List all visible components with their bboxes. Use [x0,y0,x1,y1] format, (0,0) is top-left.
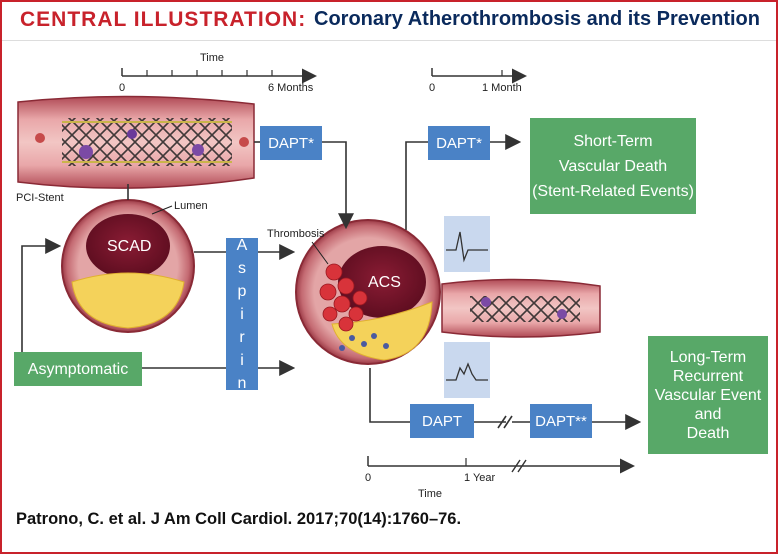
thrombosis-label: Thrombosis [267,228,325,240]
timeline-top-left-start: 0 [119,82,126,94]
pci-stent-vessel [17,95,255,189]
dapt-star-right-box: DAPT* [428,126,490,160]
long-term-line: Death [686,424,730,442]
short-term-line: Short-Term [573,132,653,150]
pci-stent-label: PCI-Stent [16,192,64,204]
timeline-top-left-end: 6 Months [268,82,314,94]
timeline-bottom-start: 0 [365,472,372,484]
header: CENTRAL ILLUSTRATION: Coronary Atherothr… [2,2,776,41]
aspirin-letter: n [237,374,247,392]
acs-cross-section [295,219,441,365]
acs-label: ACS [368,274,401,291]
timeline-top-left [121,68,317,84]
timeline-bottom-label: Time [418,488,443,500]
aspirin-letter: i [240,305,244,323]
asymptomatic-box: Asymptomatic [14,352,142,386]
short-term-line: (Stent-Related Events) [532,182,694,200]
short-term-line: Vascular Death [558,157,668,175]
connectors [21,134,642,430]
long-term-outcome-box: Long-Term Recurrent Vascular Event and D… [648,336,768,454]
ecg-panel-bottom [444,342,490,398]
timeline-bottom-mid: 1 Year [464,472,496,484]
timeline-top-right-start: 0 [429,82,436,94]
timeline-top-right-end: 1 Month [482,82,522,94]
aspirin-letter: p [237,282,247,300]
aspirin-letter: r [239,328,245,346]
aspirin-letter: s [238,259,246,277]
scad-label: SCAD [107,238,152,255]
long-term-line: Recurrent [672,367,744,385]
dapt-double-star-box: DAPT** [530,404,592,438]
long-term-line: and [694,405,722,423]
timeline-top-right [431,68,527,84]
aspirin-letter: A [236,236,248,254]
ecg-panel-top [444,216,490,272]
aspirin-box: A s p i r i n [226,237,258,392]
stent-vessel-right [441,278,601,338]
long-term-line: Long-Term [669,348,747,366]
dapt-star-left-box: DAPT* [260,126,322,160]
timeline-bottom [367,456,635,474]
aspirin-letter: i [240,351,244,369]
citation: Patrono, C. et al. J Am Coll Cardiol. 20… [16,510,462,528]
timeline-top-left-label: Time [200,52,225,64]
header-tag: CENTRAL ILLUSTRATION: [20,8,307,31]
header-title: Coronary Atherothrombosis and its Preven… [314,8,760,30]
lumen-label: Lumen [174,200,208,212]
scad-cross-section [61,199,195,333]
long-term-line: Vascular Event [654,386,762,404]
dapt-box: DAPT [410,404,474,438]
short-term-outcome-box: Short-Term Vascular Death (Stent-Related… [530,118,696,214]
